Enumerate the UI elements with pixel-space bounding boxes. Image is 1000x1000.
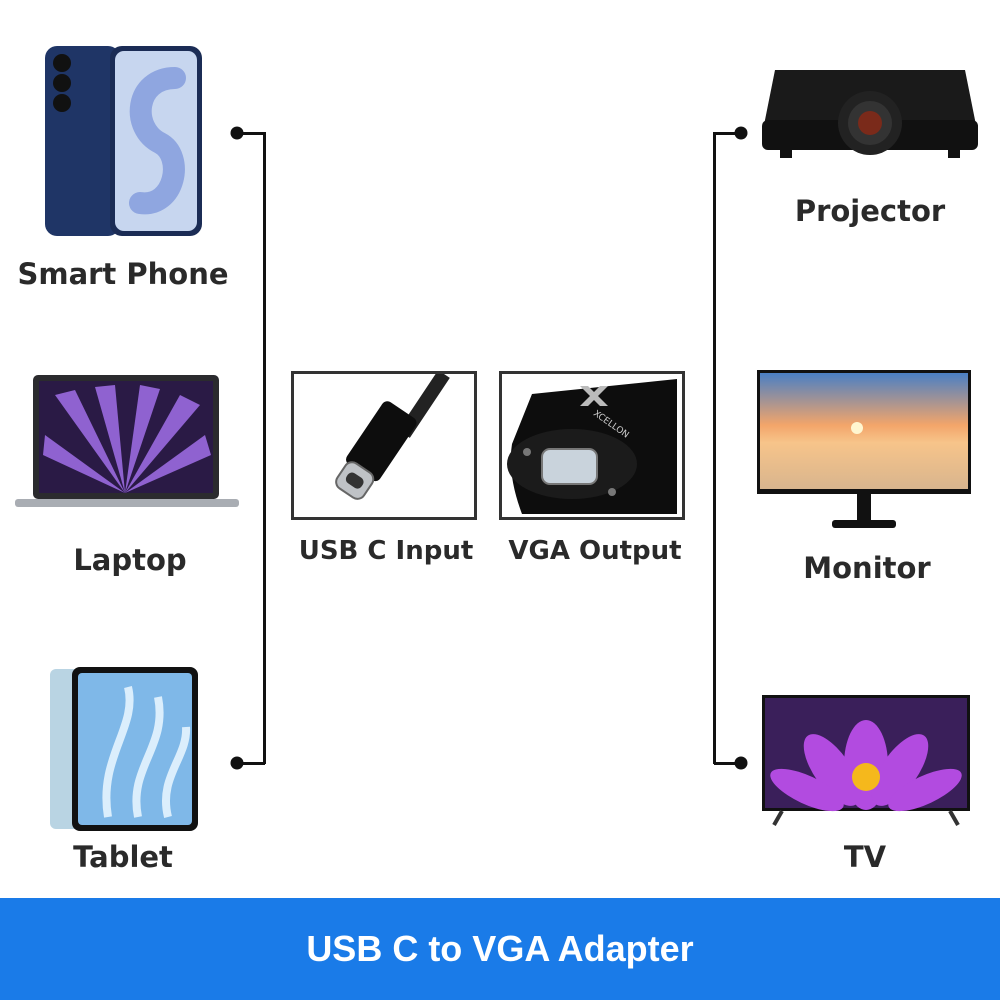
connector-line bbox=[263, 132, 266, 764]
connector-dot bbox=[734, 126, 748, 140]
input-label-smart-phone: Smart Phone bbox=[17, 257, 229, 291]
usb-c-connector-image bbox=[291, 371, 477, 520]
output-label-monitor: Monitor bbox=[803, 551, 931, 585]
connector-dot bbox=[734, 756, 748, 770]
input-label-tablet: Tablet bbox=[73, 840, 173, 874]
tablet-icon bbox=[50, 667, 198, 831]
vga-adapter-icon bbox=[507, 379, 677, 514]
usb-c-plug-icon bbox=[335, 374, 450, 500]
tv-icon bbox=[762, 695, 970, 826]
connector-dot bbox=[230, 756, 244, 770]
banner-title: USB C to VGA Adapter bbox=[306, 928, 694, 969]
connector-line bbox=[713, 132, 716, 764]
usb-c-input-label: USB C Input bbox=[298, 536, 474, 566]
projector-icon bbox=[762, 70, 978, 158]
connector-line bbox=[237, 132, 265, 135]
vga-connector-image: XCELLON bbox=[499, 371, 685, 520]
output-label-tv: TV bbox=[843, 840, 887, 874]
monitor-icon bbox=[757, 370, 971, 528]
title-banner: USB C to VGA Adapter bbox=[0, 898, 1000, 1000]
input-label-laptop: Laptop bbox=[73, 543, 187, 577]
vga-output-label: VGA Output bbox=[508, 536, 682, 566]
laptop-icon bbox=[15, 375, 239, 507]
connector-line bbox=[714, 762, 742, 765]
connector-line bbox=[237, 762, 265, 765]
connector-line bbox=[714, 132, 742, 135]
smartphone-icon bbox=[45, 46, 202, 236]
connector-dot bbox=[230, 126, 244, 140]
output-label-projector: Projector bbox=[794, 194, 946, 228]
